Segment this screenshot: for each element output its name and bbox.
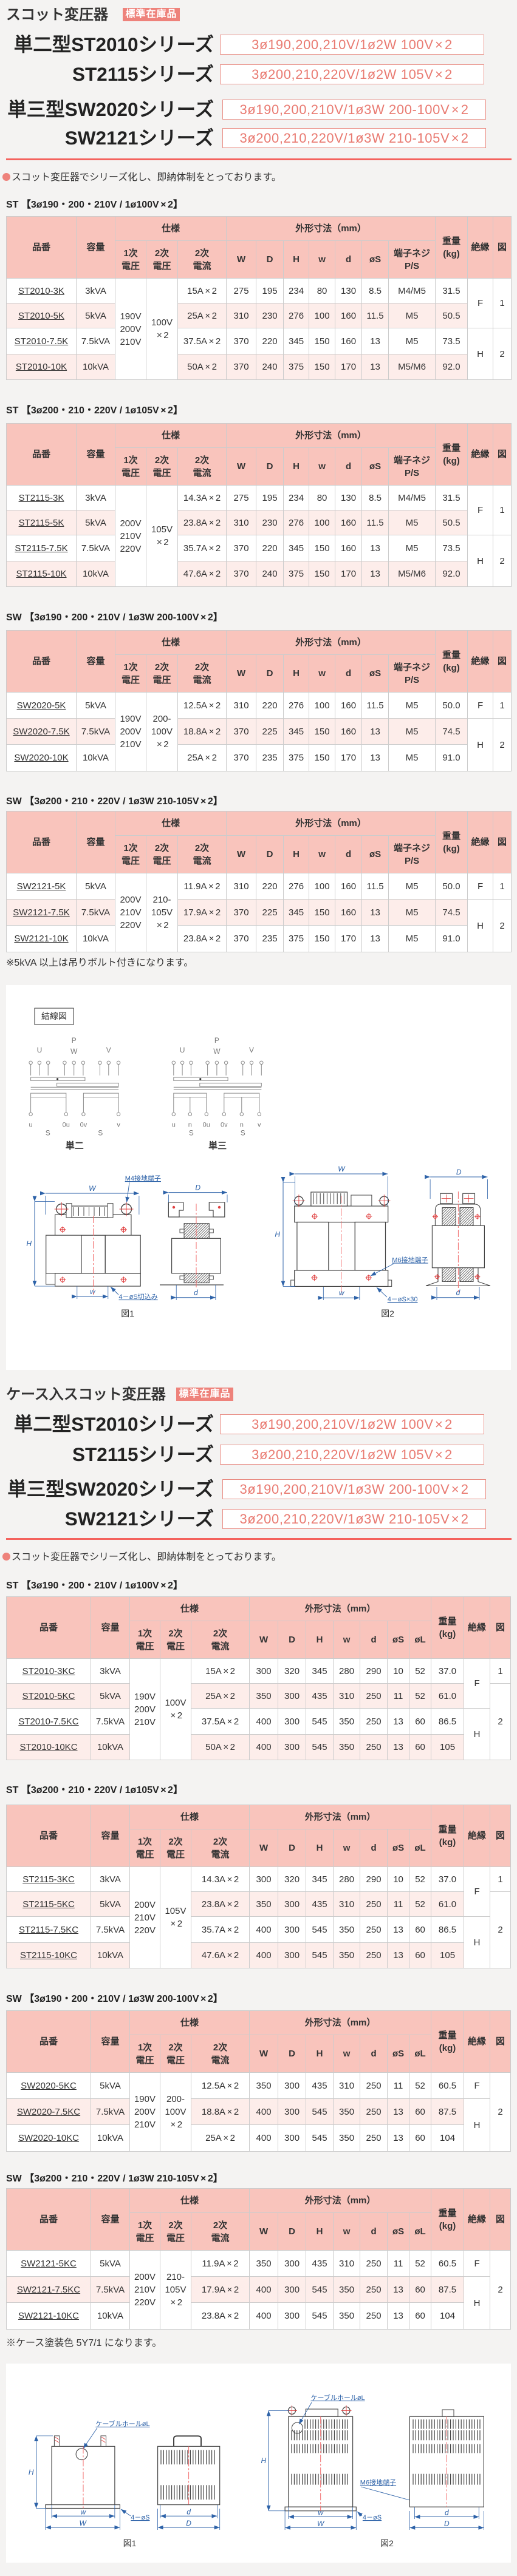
svg-text:0v: 0v [221,1122,228,1129]
svg-text:S: S [189,1129,194,1137]
svg-text:d: d [187,2507,191,2516]
svg-text:M6接地端子: M6接地端子 [392,1256,428,1264]
svg-text:w: w [318,2509,324,2517]
svg-text:W: W [317,2519,325,2527]
svg-text:W: W [213,1047,221,1056]
svg-text:u: u [29,1122,33,1129]
svg-text:図2: 図2 [380,2538,394,2548]
svg-text:v: v [258,1122,261,1129]
svg-text:S: S [241,1129,245,1137]
svg-text:W: W [70,1047,78,1056]
svg-text:d: d [445,2509,449,2517]
svg-text:D: D [195,1184,200,1192]
svg-text:w: w [339,1289,345,1297]
svg-text:n: n [188,1122,192,1129]
svg-text:ケーブルホールøL: ケーブルホールøL [311,2393,365,2402]
svg-text:4－øS: 4－øS [131,2514,149,2521]
svg-text:0u: 0u [63,1122,70,1129]
svg-text:V: V [249,1046,254,1054]
svg-text:u: u [172,1122,176,1129]
svg-text:4－øS×30: 4－øS×30 [388,1296,418,1303]
svg-text:V: V [106,1046,111,1054]
svg-text:w: w [90,1287,96,1296]
svg-text:ケーブルホールøL: ケーブルホールøL [95,2419,149,2428]
svg-text:w: w [81,2507,87,2516]
svg-text:S: S [46,1129,50,1137]
svg-text:d: d [456,1289,461,1297]
svg-text:4－øS切込み: 4－øS切込み [119,1293,158,1301]
svg-text:4－øS: 4－øS [363,2514,382,2521]
svg-text:U: U [37,1046,43,1054]
svg-text:図2: 図2 [381,1309,394,1318]
svg-text:U: U [180,1046,185,1054]
svg-text:H: H [26,1239,32,1248]
svg-text:M6接地端子: M6接地端子 [360,2479,396,2487]
svg-text:v: v [117,1122,120,1129]
svg-text:P: P [214,1036,219,1045]
svg-text:D: D [186,2519,191,2527]
svg-text:H: H [261,2456,267,2465]
svg-text:M4接地端子: M4接地端子 [125,1174,161,1182]
svg-text:単三: 単三 [208,1141,227,1151]
svg-text:H: H [29,2468,34,2476]
svg-text:D: D [444,2519,450,2527]
svg-text:n: n [240,1122,244,1129]
svg-text:W: W [89,1184,97,1193]
svg-text:S: S [98,1129,103,1137]
svg-text:W: W [80,2519,87,2527]
svg-text:d: d [194,1289,198,1297]
svg-text:0v: 0v [80,1122,87,1129]
svg-text:結線図: 結線図 [41,1011,67,1021]
svg-text:P: P [72,1036,77,1045]
svg-text:図1: 図1 [121,1309,134,1318]
svg-text:単二: 単二 [66,1141,84,1151]
svg-text:図1: 図1 [123,2538,137,2548]
svg-text:H: H [275,1230,280,1239]
svg-text:0u: 0u [203,1122,210,1129]
svg-text:W: W [338,1165,346,1173]
svg-text:D: D [456,1168,462,1176]
